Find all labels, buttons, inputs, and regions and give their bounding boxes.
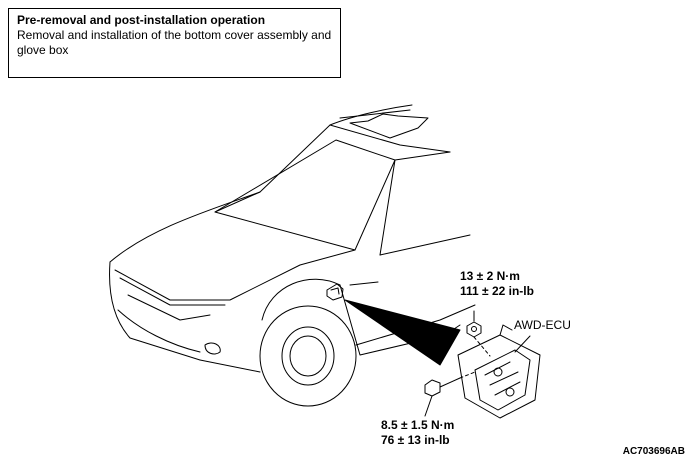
bolt-leader-line (424, 395, 433, 417)
nut-torque-nm-label: 13 ± 2 N·m (460, 269, 520, 283)
figure-code: AC703696AB (622, 446, 685, 457)
bolt-dashed-guide (459, 371, 476, 379)
nut-torque-inlb-label: 111 ± 22 in-lb (460, 284, 534, 298)
bolt-torque-inlb-label: 76 ± 13 in-lb (381, 433, 450, 447)
mounting-bolt (424, 377, 461, 397)
awd-ecu-unit (457, 324, 541, 419)
vehicle-body-outline (109, 104, 476, 373)
note-title: Pre-removal and post-installation operat… (17, 13, 266, 27)
ecu-label: AWD-ECU (514, 318, 571, 332)
nut-dashed-guide (473, 336, 491, 357)
ecu-leader-line (514, 335, 531, 353)
mounting-nut (466, 321, 482, 338)
operation-note-box: Pre-removal and post-installation operat… (8, 8, 341, 78)
ecu-location-marker (326, 283, 344, 301)
callout-beam (344, 299, 461, 366)
bolt-torque-nm-label: 8.5 ± 1.5 N·m (381, 418, 455, 432)
front-wheel (259, 305, 357, 407)
note-body: Removal and installation of the bottom c… (17, 28, 332, 57)
